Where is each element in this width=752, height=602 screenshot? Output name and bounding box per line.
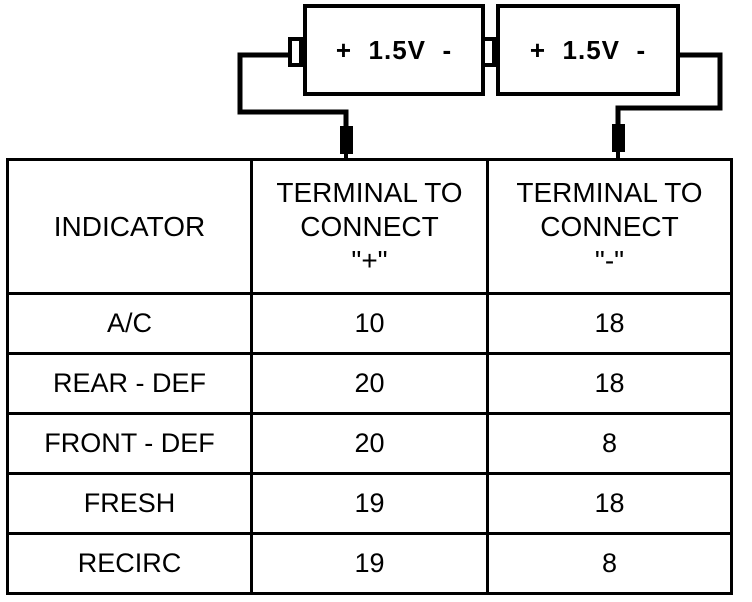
battery-2: + 1.5V - bbox=[496, 4, 680, 96]
cell-indicator: RECIRC bbox=[6, 532, 253, 595]
cell-indicator: REAR - DEF bbox=[6, 352, 253, 415]
cell-plus: 19 bbox=[250, 532, 489, 595]
header-plus-line-1: TERMINAL TO bbox=[276, 176, 463, 208]
battery-2-terminal-nub bbox=[481, 37, 496, 67]
cell-indicator: A/C bbox=[6, 292, 253, 355]
battery-1: + 1.5V - bbox=[303, 4, 485, 96]
indicator-terminal-table: INDICATOR TERMINAL TO CONNECT "+" TERMIN… bbox=[6, 158, 733, 595]
header-minus-line-3: "-" bbox=[594, 244, 625, 276]
wiring-lines bbox=[237, 52, 723, 161]
cell-plus: 20 bbox=[250, 352, 489, 415]
cell-plus: 10 bbox=[250, 292, 489, 355]
header-minus-line-1: TERMINAL TO bbox=[516, 176, 703, 208]
table-row: FRONT - DEF 20 8 bbox=[6, 412, 733, 475]
header-plus-line-3: "+" bbox=[351, 244, 388, 276]
table-row: RECIRC 19 8 bbox=[6, 532, 733, 595]
table-row: A/C 10 18 bbox=[6, 292, 733, 355]
header-minus-line-2: CONNECT bbox=[540, 210, 679, 242]
positive-lead-wire bbox=[237, 52, 349, 130]
battery-1-label: + 1.5V - bbox=[335, 34, 453, 65]
positive-lead-connector bbox=[340, 126, 353, 154]
cell-minus: 8 bbox=[486, 532, 733, 595]
terminal-table: INDICATOR TERMINAL TO CONNECT "+" TERMIN… bbox=[6, 158, 733, 595]
table-row: REAR - DEF 20 18 bbox=[6, 352, 733, 415]
cell-minus: 18 bbox=[486, 292, 733, 355]
battery-wiring-diagram: + 1.5V - + 1.5V - bbox=[0, 0, 752, 170]
cell-minus: 8 bbox=[486, 412, 733, 475]
cell-minus: 18 bbox=[486, 472, 733, 535]
table-row: FRESH 19 18 bbox=[6, 472, 733, 535]
cell-indicator: FRESH bbox=[6, 472, 253, 535]
negative-lead-connector bbox=[612, 124, 625, 152]
header-minus-terminal: TERMINAL TO CONNECT "-" bbox=[486, 158, 733, 295]
table-header-row: INDICATOR TERMINAL TO CONNECT "+" TERMIN… bbox=[6, 158, 733, 295]
cell-plus: 20 bbox=[250, 412, 489, 475]
battery-1-terminal-nub bbox=[288, 37, 303, 67]
header-plus-line-2: CONNECT bbox=[300, 210, 439, 242]
header-indicator: INDICATOR bbox=[6, 158, 253, 295]
negative-lead-wire bbox=[615, 52, 723, 128]
battery-2-label: + 1.5V - bbox=[529, 34, 647, 65]
cell-indicator: FRONT - DEF bbox=[6, 412, 253, 475]
cell-plus: 19 bbox=[250, 472, 489, 535]
cell-minus: 18 bbox=[486, 352, 733, 415]
header-plus-terminal: TERMINAL TO CONNECT "+" bbox=[250, 158, 489, 295]
